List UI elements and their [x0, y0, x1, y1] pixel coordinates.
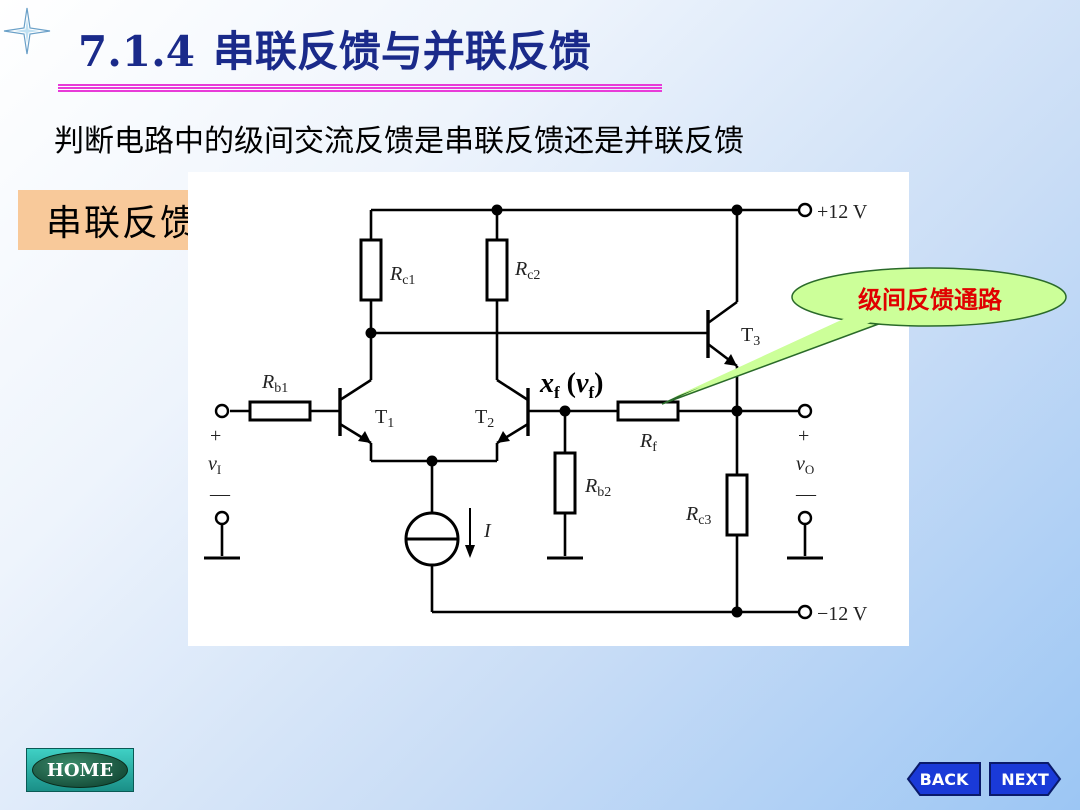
- rb2-label: Rb2: [584, 475, 611, 500]
- t2-emitter-arrow: [497, 431, 510, 443]
- rf-label: Rf: [639, 430, 657, 455]
- next-button[interactable]: NEXT: [988, 760, 1062, 798]
- resistor-rf: [616, 400, 680, 422]
- t3-emitter-arrow: [724, 354, 737, 366]
- t3-label: T3: [741, 324, 760, 349]
- t2-label: T2: [475, 406, 494, 431]
- input-minus-sign: —: [209, 483, 231, 505]
- t1-label: T1: [375, 406, 394, 431]
- title-text: 串联反馈与并联反馈: [212, 27, 591, 76]
- home-button[interactable]: HOME: [26, 748, 134, 792]
- circuit-diagram: +12 V −12 V Rc1 Rc2 Rc3 Rb1 Rb2 Rf T1 T2…: [204, 201, 868, 625]
- rc3-label: Rc3: [685, 503, 711, 528]
- slide-subtitle: 判断电路中的级间交流反馈是串联反馈还是并联反馈: [54, 124, 744, 159]
- vo-label: vO: [796, 453, 814, 477]
- output-terminal-minus: [797, 510, 813, 526]
- output-terminal-plus: [797, 403, 813, 419]
- rb1-label: Rb1: [261, 371, 288, 396]
- vcc-terminal: [797, 202, 813, 218]
- output-minus-sign: —: [795, 483, 817, 505]
- rc1-label: Rc1: [389, 263, 415, 288]
- input-plus-sign: +: [210, 425, 221, 447]
- resistor-rb1: [248, 400, 312, 422]
- back-button[interactable]: BACK: [906, 760, 982, 798]
- callout-label: 级间反馈通路: [858, 286, 1002, 314]
- current-label: I: [483, 520, 492, 542]
- slide-title: 7.1.4 串联反馈与并联反馈: [78, 18, 591, 79]
- home-button-label: HOME: [32, 752, 128, 788]
- xf-vf-label: xf (vf): [539, 368, 603, 402]
- vcc-label: +12 V: [817, 201, 868, 223]
- next-button-label: NEXT: [1001, 769, 1049, 789]
- resistor-rc1: [359, 238, 383, 302]
- vee-label: −12 V: [817, 603, 868, 625]
- resistor-rb2: [553, 451, 577, 515]
- title-underline: [58, 84, 662, 93]
- circuit-panel: [188, 172, 909, 646]
- input-terminal-plus: [214, 403, 230, 419]
- sparkle-star-icon: [3, 7, 51, 55]
- next-arrow-icon: [989, 762, 1062, 796]
- output-plus-sign: +: [798, 425, 809, 447]
- back-button-label: BACK: [919, 769, 969, 789]
- resistor-rc2: [485, 238, 509, 302]
- vi-label: vI: [208, 453, 221, 477]
- t1-emitter-arrow: [358, 431, 371, 443]
- current-arrow: [465, 545, 475, 558]
- rc2-label: Rc2: [514, 258, 540, 283]
- back-arrow-icon: [906, 762, 981, 796]
- resistor-rc3: [725, 473, 749, 537]
- input-terminal-minus: [214, 510, 230, 526]
- section-number: 7.1.4: [78, 27, 195, 76]
- vee-terminal: [797, 604, 813, 620]
